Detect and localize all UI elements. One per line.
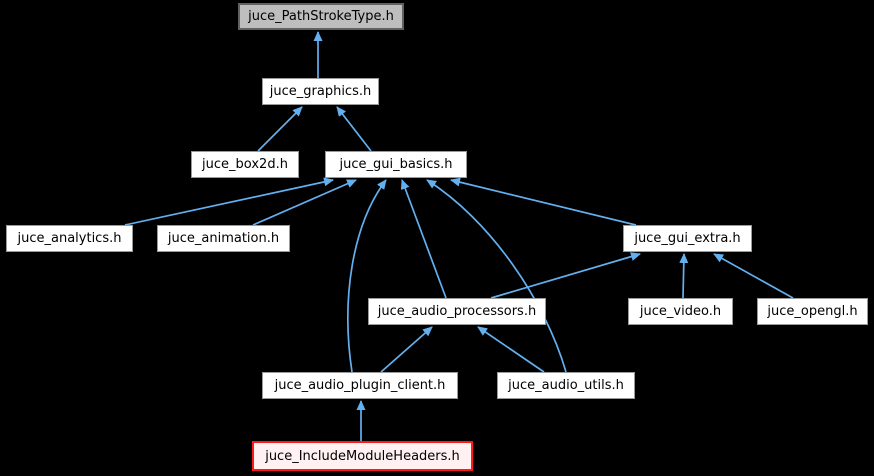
node-opengl[interactable]: juce_opengl.h [757, 298, 868, 325]
edge-audio_processors-to-gui_extra [490, 252, 641, 299]
node-analytics[interactable]: juce_analytics.h [6, 225, 133, 252]
edge-audio_plugin_client-to-audio_processors [380, 326, 433, 373]
node-gui_extra[interactable]: juce_gui_extra.h [623, 225, 752, 252]
node-animation[interactable]: juce_animation.h [157, 225, 290, 252]
node-include_module_headers[interactable]: juce_IncludeModuleHeaders.h [252, 441, 473, 471]
node-path_stroke_type[interactable]: juce_PathStrokeType.h [238, 3, 404, 30]
node-video[interactable]: juce_video.h [628, 298, 733, 325]
edge-video-to-gui_extra [679, 253, 689, 299]
edge-analytics-to-gui_basics [124, 177, 334, 226]
edge-audio_processors-to-gui_basics [400, 179, 447, 299]
node-graphics[interactable]: juce_graphics.h [262, 78, 379, 105]
node-gui_basics[interactable]: juce_gui_basics.h [325, 151, 467, 178]
edge-gui_basics-to-graphics [336, 106, 372, 152]
edge-box2d-to-graphics [257, 106, 303, 152]
edge-opengl-to-gui_extra [713, 253, 794, 299]
edge-gui_extra-to-gui_basics [450, 177, 637, 226]
edge-audio_plugin_client-to-gui_basics [347, 179, 387, 373]
node-audio_utils[interactable]: juce_audio_utils.h [497, 372, 635, 399]
node-audio_processors[interactable]: juce_audio_processors.h [368, 298, 546, 325]
edge-audio_utils-to-audio_processors [477, 326, 545, 373]
edge-audio_utils-to-gui_basics [426, 179, 567, 373]
node-audio_plugin_client[interactable]: juce_audio_plugin_client.h [262, 372, 458, 399]
node-box2d[interactable]: juce_box2d.h [191, 151, 299, 178]
edge-animation-to-gui_basics [252, 179, 357, 226]
